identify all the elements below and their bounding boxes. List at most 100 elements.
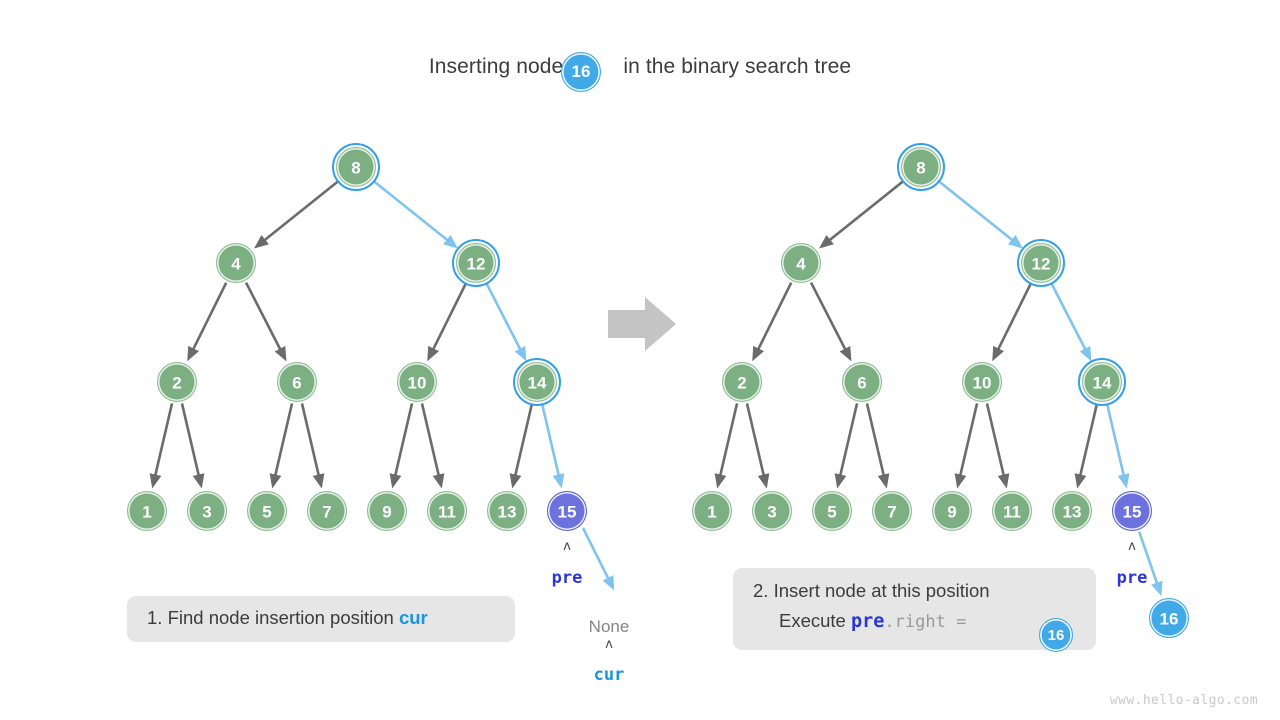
- tree-node-disc: [367, 491, 407, 531]
- tree-edge: [427, 282, 468, 362]
- tree-node-2[interactable]: [722, 362, 762, 402]
- tree-node-15[interactable]: [1112, 491, 1152, 531]
- tree-node-14[interactable]: [1078, 358, 1126, 406]
- pointer-caret-icon: ʌ: [1128, 539, 1136, 554]
- tree-node-11[interactable]: [427, 491, 467, 531]
- title-suffix: in the binary search tree: [623, 55, 852, 78]
- tree-edge: [269, 403, 294, 489]
- tree-node-1[interactable]: [127, 491, 167, 531]
- tree-node-13[interactable]: [1052, 491, 1092, 531]
- tree-edge: [937, 179, 1023, 249]
- tree-node-6[interactable]: [277, 362, 317, 402]
- code-token-cur: cur: [398, 607, 428, 628]
- tree-node-4[interactable]: [216, 243, 256, 283]
- tree-node-disc: [427, 491, 467, 531]
- tree-edge: [865, 403, 890, 489]
- none-label: None: [588, 617, 630, 636]
- code-token-pre: pre: [851, 611, 885, 632]
- tree-node-disc: [547, 491, 587, 531]
- tree-node-13[interactable]: [487, 491, 527, 531]
- tree-edge: [714, 403, 739, 489]
- tree-node-11[interactable]: [992, 491, 1032, 531]
- tree-edge: [1049, 281, 1092, 362]
- tree-node-disc: [187, 491, 227, 531]
- tree-edge: [809, 281, 852, 362]
- caption-line: Execute pre.right =: [753, 610, 1076, 632]
- pointer-caret-icon: ʌ: [605, 637, 613, 652]
- tree-edge: [752, 282, 793, 362]
- caption-node-badge-16: 16: [1039, 618, 1073, 652]
- tree-node-14[interactable]: [513, 358, 561, 406]
- tree-node-disc: [216, 243, 256, 283]
- title-node-badge-16: 16: [561, 52, 601, 92]
- tree-node-disc: [277, 362, 317, 402]
- tree-node-disc: [307, 491, 347, 531]
- code-token-right: .right =: [884, 612, 977, 632]
- tree-node-7[interactable]: [872, 491, 912, 531]
- tree-node-disc: [127, 491, 167, 531]
- tree-node-disc: [1082, 362, 1122, 402]
- tree-node-disc: [487, 491, 527, 531]
- tree-edge: [149, 403, 174, 489]
- tree-edge: [834, 403, 859, 489]
- tree-node-15[interactable]: [547, 491, 587, 531]
- tree-node-disc: [962, 362, 1002, 402]
- tree-node-disc: [722, 362, 762, 402]
- tree-node-disc: [752, 491, 792, 531]
- tree-edge: [1074, 403, 1099, 489]
- tree-node-7[interactable]: [307, 491, 347, 531]
- tree-node-2[interactable]: [157, 362, 197, 402]
- tree-node-disc: [692, 491, 732, 531]
- tree-node-disc: [842, 362, 882, 402]
- tree-node-disc: [517, 362, 557, 402]
- tree-edge: [389, 403, 414, 489]
- tree-node-disc: [1021, 243, 1061, 283]
- caption-line: 2. Insert node at this position: [753, 580, 1076, 602]
- tree-node-disc: [247, 491, 287, 531]
- tree-node-8[interactable]: [332, 143, 380, 191]
- tree-node-8[interactable]: [897, 143, 945, 191]
- tree-node-4[interactable]: [781, 243, 821, 283]
- tree-edge: [992, 282, 1033, 362]
- tree-node-16[interactable]: [1149, 598, 1189, 638]
- tree-node-3[interactable]: [752, 491, 792, 531]
- tree-node-disc: [1149, 598, 1189, 638]
- tree-edge: [484, 281, 527, 362]
- caption-text: 2. Insert node at this position: [753, 580, 990, 601]
- tree-edge: [540, 403, 565, 489]
- tree-node-10[interactable]: [962, 362, 1002, 402]
- tree-node-9[interactable]: [367, 491, 407, 531]
- caption-line: 1. Find node insertion position cur: [147, 607, 495, 629]
- tree-node-disc: [456, 243, 496, 283]
- tree-node-9[interactable]: [932, 491, 972, 531]
- pointer-label-cur: cur: [593, 665, 625, 685]
- tree-edge: [745, 403, 770, 489]
- tree-node-12[interactable]: [452, 239, 500, 287]
- tree-edge: [300, 403, 325, 489]
- tree-node-3[interactable]: [187, 491, 227, 531]
- tree-edge: [372, 179, 458, 249]
- tree-edge: [244, 281, 287, 362]
- caption-box-step-2: 2. Insert node at this position Execute …: [733, 568, 1096, 650]
- tree-node-12[interactable]: [1017, 239, 1065, 287]
- tree-node-disc: [992, 491, 1032, 531]
- tree-node-1[interactable]: [692, 491, 732, 531]
- tree-node-disc: [336, 147, 376, 187]
- tree-node-5[interactable]: [247, 491, 287, 531]
- caption-text: Execute: [779, 610, 851, 631]
- tree-edge: [509, 403, 534, 489]
- tree-edge: [420, 403, 445, 489]
- tree-node-6[interactable]: [842, 362, 882, 402]
- tree-edge: [254, 179, 340, 249]
- tree-node-5[interactable]: [812, 491, 852, 531]
- tree-node-disc: [932, 491, 972, 531]
- tree-edge: [954, 403, 979, 489]
- tree-node-10[interactable]: [397, 362, 437, 402]
- tree-node-disc: [1112, 491, 1152, 531]
- tree-node-disc: [901, 147, 941, 187]
- tree-edge: [180, 403, 205, 489]
- tree-edge: [1105, 403, 1130, 489]
- tree-node-disc: [1052, 491, 1092, 531]
